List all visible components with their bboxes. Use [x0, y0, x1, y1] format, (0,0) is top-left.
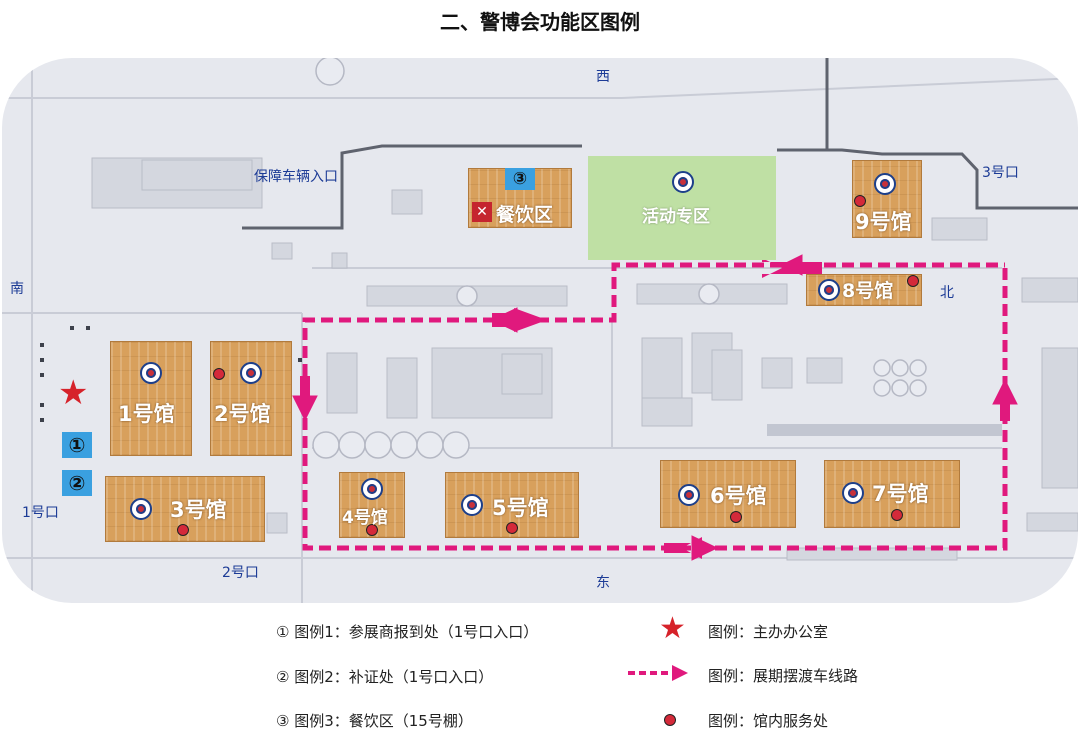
hall-6-label: 6号馆: [710, 484, 767, 508]
police-badge-icon: [842, 482, 864, 504]
service-vehicle-entrance: 保障车辆入口: [254, 169, 338, 185]
hall-1-label: 1号馆: [118, 402, 175, 426]
police-badge-icon: [130, 498, 152, 520]
service-point-dot: [891, 509, 903, 521]
hall-9-label: 9号馆: [855, 210, 912, 234]
activity-badge-icon: [672, 171, 694, 193]
venue-map: 活动专区 ③ ✕ 餐饮区 1号馆 2号馆 3号馆 4号馆 5号馆 6号馆 7号馆…: [2, 58, 1078, 603]
hall-2[interactable]: [210, 341, 292, 456]
legend-item-1: ① 图例1：参展商报到处（1号口入口）: [276, 623, 539, 641]
hall-4-label: 4号馆: [342, 508, 388, 528]
service-point-dot: [907, 275, 919, 287]
service-point-dot: [213, 368, 225, 380]
service-point-dot: [177, 524, 189, 536]
gate-3-label: 3号口: [982, 165, 1019, 181]
police-badge-icon: [678, 484, 700, 506]
info-box-2: ②: [62, 470, 92, 496]
activity-zone-label: 活动专区: [642, 207, 710, 227]
service-point-dot: [366, 524, 378, 536]
police-badge-icon: [140, 362, 162, 384]
hall-5-label: 5号馆: [492, 496, 549, 520]
police-badge-icon: [818, 279, 840, 301]
police-badge-icon: [361, 478, 383, 500]
gate-1-label: 1号口: [22, 505, 59, 521]
catering-label: 餐饮区: [496, 204, 554, 226]
catering-number: ③: [505, 168, 535, 190]
gate-2-label: 2号口: [222, 565, 259, 581]
hall-3-label: 3号馆: [170, 498, 227, 522]
legend-item-2: ② 图例2：补证处（1号口入口）: [276, 668, 494, 686]
direction-west: 西: [596, 69, 610, 85]
info-box-1: ①: [62, 432, 92, 458]
legend-item-3: ③ 图例3：餐饮区（15号棚）: [276, 712, 473, 730]
police-badge-icon: [461, 494, 483, 516]
legend-shuttle-line-icon: [628, 665, 688, 681]
fork-knife-icon: ✕: [472, 202, 492, 222]
service-point-dot: [730, 511, 742, 523]
direction-south: 南: [10, 281, 24, 297]
legend-red-dot-icon: [664, 714, 676, 726]
hall-8-label: 8号馆: [842, 280, 894, 302]
hall-1[interactable]: [110, 341, 192, 456]
service-point-dot: [854, 195, 866, 207]
legend-office: 图例：主办办公室: [708, 623, 829, 641]
service-point-dot: [506, 522, 518, 534]
hall-2-label: 2号馆: [214, 402, 271, 426]
legend-shuttle: 图例：展期摆渡车线路: [708, 667, 859, 685]
map-background: [2, 58, 1078, 603]
legend-star-icon: ★: [659, 611, 686, 646]
police-badge-icon: [240, 362, 262, 384]
office-star-icon: ★: [58, 373, 89, 413]
legend-service: 图例：馆内服务处: [708, 712, 829, 730]
direction-east: 东: [596, 575, 610, 591]
direction-north: 北: [940, 285, 954, 301]
page-title: 二、警博会功能区图例: [440, 10, 640, 34]
hall-7-label: 7号馆: [872, 482, 929, 506]
police-badge-icon: [874, 173, 896, 195]
